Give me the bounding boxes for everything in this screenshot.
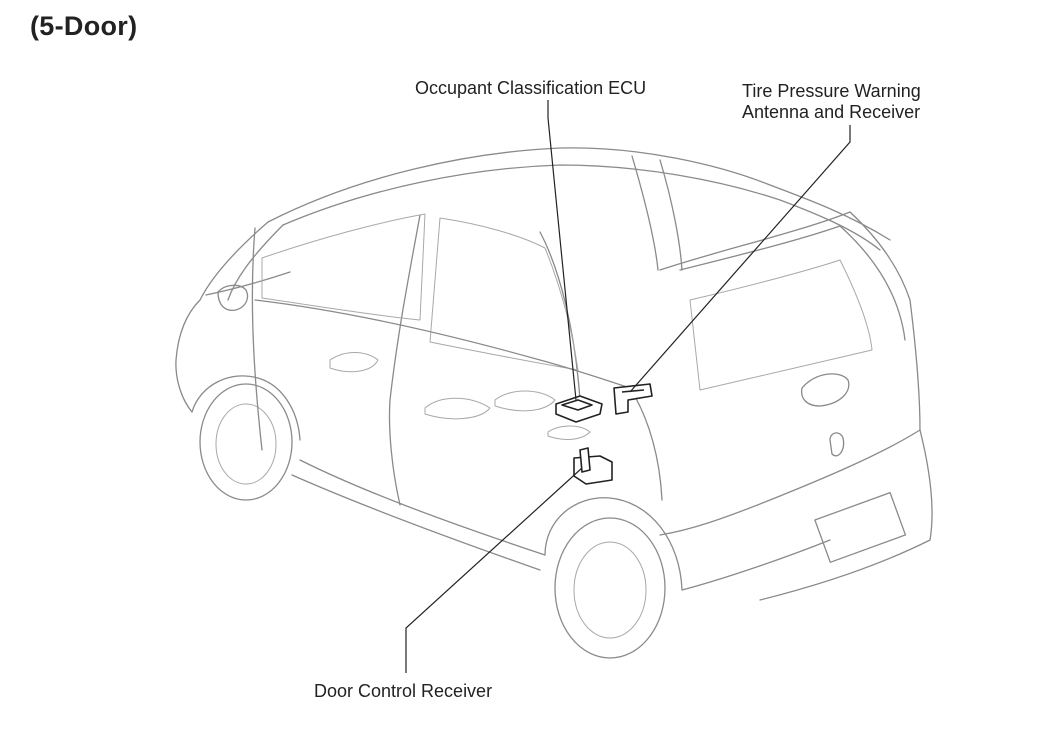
ecu-leader-line [547,100,577,401]
tire-pressure-label-line-1: Tire Pressure Warning [742,81,921,101]
page-title: (5-Door) [30,11,138,41]
tire-pressure-warning-antenna-receiver [613,383,653,415]
door-control-receiver-label: Door Control Receiver [314,681,493,701]
roof-line [267,147,891,241]
front-wheel [199,383,293,501]
tire-pressure-warning-label: Tire Pressure Warning Antenna and Receiv… [742,81,921,123]
car-outline [175,147,933,659]
occupant-classification-ecu [555,395,603,423]
tire-pressure-label-line-2: Antenna and Receiver [742,102,921,122]
rear-wheel [554,517,666,659]
door-control-leader-line [405,467,583,673]
occupant-classification-ecu-label: Occupant Classification ECU [415,78,647,98]
tire-pressure-leader-line [629,125,851,393]
door-control-receiver [573,447,613,485]
